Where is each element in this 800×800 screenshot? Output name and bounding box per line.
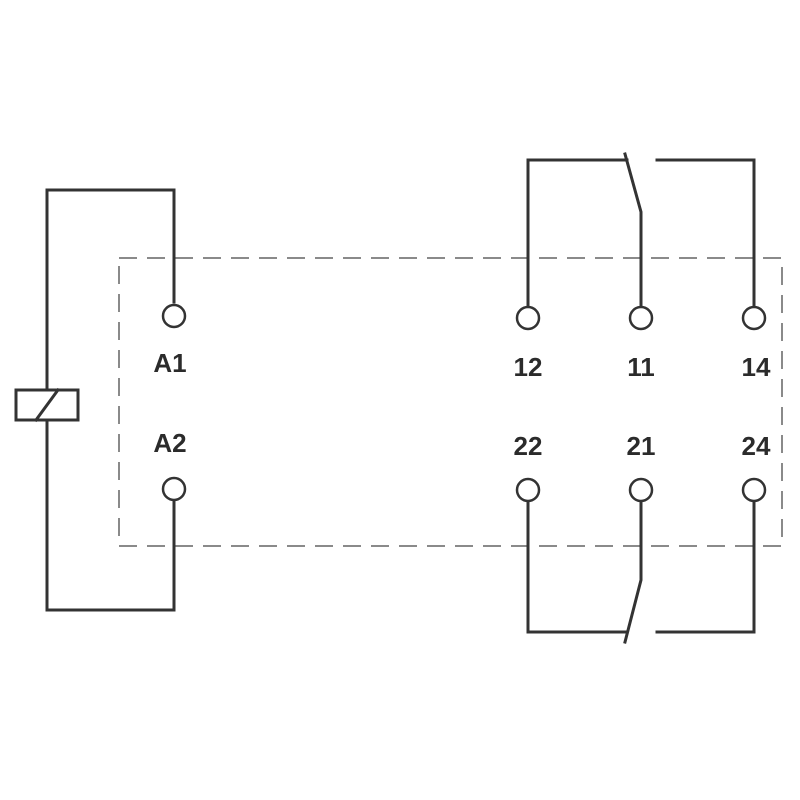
contact-wire-24 [655, 498, 756, 634]
terminal-a1 [161, 303, 187, 329]
label-11: 11 [627, 352, 655, 382]
terminal-24 [741, 477, 767, 503]
relay-housing-outline [118, 257, 783, 547]
terminal-12 [515, 305, 541, 331]
label-a2: A2 [153, 428, 186, 458]
terminal-11 [628, 305, 654, 331]
label-21: 21 [627, 431, 656, 461]
contact-wire-14 [655, 158, 756, 308]
terminal-a2 [161, 476, 187, 502]
terminal-22 [515, 477, 541, 503]
terminal-21 [628, 477, 654, 503]
label-a1: A1 [153, 348, 186, 378]
contact-wire-22 [526, 498, 629, 634]
coil-wire-a2 [45, 418, 176, 612]
contact-switch-11-upper [623, 152, 643, 308]
coil-wire-a1 [45, 188, 176, 392]
label-12: 12 [514, 352, 543, 382]
label-14: 14 [742, 352, 771, 382]
terminal-14 [741, 305, 767, 331]
relay-coil-symbol [14, 387, 80, 423]
contact-switch-21-lower [623, 498, 643, 644]
label-24: 24 [742, 431, 771, 461]
label-22: 22 [514, 431, 543, 461]
contact-wire-12 [526, 158, 629, 308]
